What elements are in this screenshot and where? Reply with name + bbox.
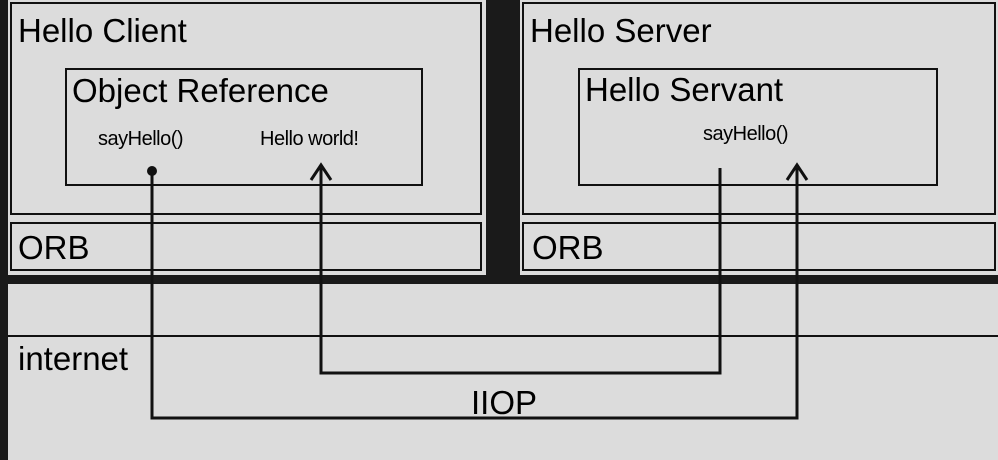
object-reference-title: Object Reference: [72, 72, 329, 109]
hello-servant-box: [578, 68, 938, 186]
iiop-label: IIOP: [471, 384, 537, 421]
object-reference-box: [65, 68, 423, 186]
response-arrowhead: [309, 162, 333, 181]
client-method-label: sayHello(): [98, 128, 184, 150]
hello-client-title: Hello Client: [18, 12, 187, 49]
client-orb-label: ORB: [18, 229, 90, 266]
client-result-label: Hello world!: [260, 128, 359, 150]
servant-method-label: sayHello(): [703, 123, 789, 145]
internet-label: internet: [18, 340, 129, 377]
request-path: [150, 168, 799, 420]
hello-server-title: Hello Server: [530, 12, 712, 49]
server-orb-box: [522, 222, 996, 271]
request-arrowhead: [785, 162, 809, 181]
hello-servant-title: Hello Servant: [585, 71, 784, 108]
server-orb-label: ORB: [532, 229, 604, 266]
response-path: [319, 168, 722, 375]
request-start-dot: [147, 166, 157, 176]
client-orb-box: [10, 222, 482, 271]
